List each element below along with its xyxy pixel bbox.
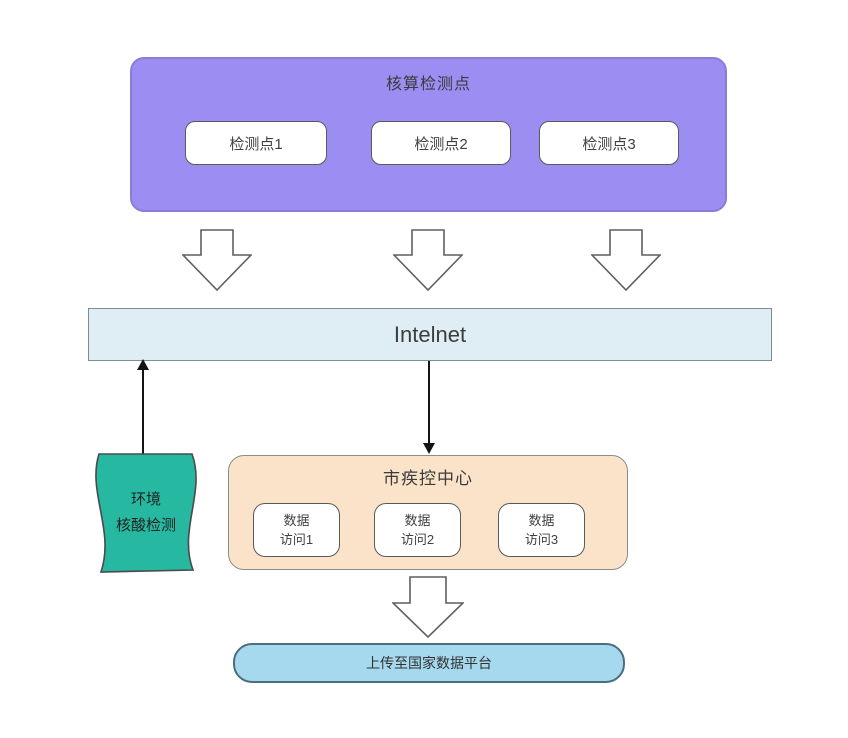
up-arrowhead-icon — [137, 359, 149, 370]
down-block-arrow-2 — [393, 229, 463, 291]
cdc-node-1: 数据 访问1 — [253, 503, 340, 557]
network-bar: Intelnet — [88, 308, 772, 361]
cdc-node-1-line2: 访问1 — [279, 532, 314, 547]
environment-label: 环境 核酸检测 — [96, 487, 196, 539]
cdc-node-3-line1: 数据 — [528, 513, 555, 528]
source-group-box: 核算检测点 检测点1 检测点2 检测点3 — [130, 57, 727, 212]
cdc-node-2-line2: 访问2 — [400, 532, 435, 547]
environment-shape — [95, 453, 197, 573]
source-node-1: 检测点1 — [185, 121, 327, 165]
cdc-node-2-line1: 数据 — [404, 513, 431, 528]
environment-label-line2: 核酸检测 — [115, 517, 176, 534]
cdc-group-box: 市疾控中心 数据 访问1 数据 访问2 数据 访问3 — [228, 455, 628, 570]
environment-label-line1: 环境 — [130, 491, 161, 508]
cdc-node-2: 数据 访问2 — [374, 503, 461, 557]
source-group-title: 核算检测点 — [385, 76, 471, 93]
down-block-arrow-3 — [591, 229, 661, 291]
upload-bar: 上传至国家数据平台 — [233, 643, 625, 683]
cdc-node-3: 数据 访问3 — [498, 503, 585, 557]
network-to-cdc-connector — [428, 361, 430, 443]
source-node-3: 检测点3 — [539, 121, 679, 165]
cdc-group-title: 市疾控中心 — [383, 469, 473, 488]
down-block-arrow-1 — [182, 229, 252, 291]
env-to-network-connector — [142, 369, 144, 454]
source-node-2: 检测点2 — [371, 121, 511, 165]
cdc-node-1-line1: 数据 — [283, 513, 310, 528]
down-arrowhead-icon — [423, 443, 435, 454]
down-block-arrow-4 — [392, 576, 464, 638]
cdc-node-3-line2: 访问3 — [524, 532, 559, 547]
